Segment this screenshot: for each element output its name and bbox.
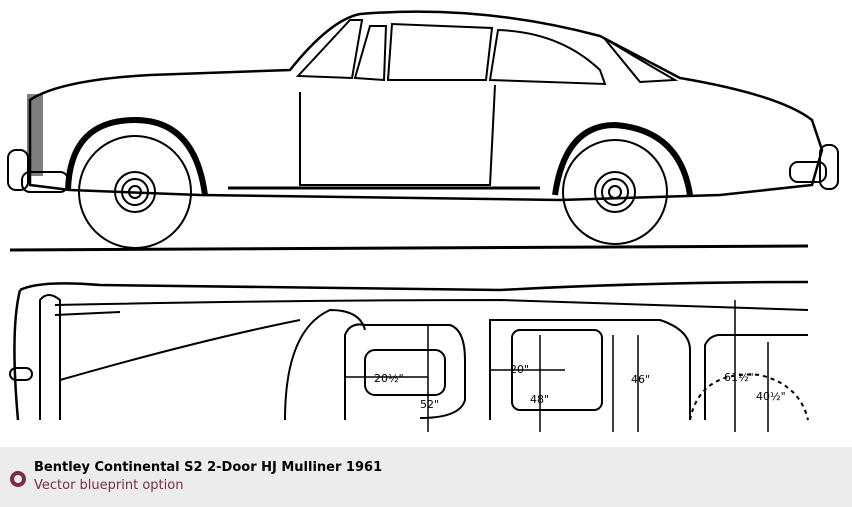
option-radio-icon[interactable] — [10, 471, 26, 487]
blueprint-subtitle[interactable]: Vector blueprint option — [34, 478, 184, 493]
dimension-label: 20½" — [374, 372, 404, 385]
dimension-label: 52" — [420, 398, 439, 411]
blueprint-title: Bentley Continental S2 2-Door HJ Mulline… — [34, 460, 383, 475]
caption-bar — [0, 447, 852, 507]
dimension-labels: 20½" 52" 20" 48" 46" 61½" 40½" — [374, 363, 786, 411]
dimension-label: 40½" — [756, 390, 786, 403]
blueprint-image: 20½" 52" 20" 48" 46" 61½" 40½" — [7, 10, 839, 432]
dimension-label: 48" — [530, 393, 549, 406]
top-view — [9, 280, 809, 432]
dimension-label: 20" — [510, 363, 529, 376]
side-view — [7, 10, 839, 252]
dimension-label: 46" — [631, 373, 650, 386]
dimension-label: 61½" — [724, 371, 754, 384]
